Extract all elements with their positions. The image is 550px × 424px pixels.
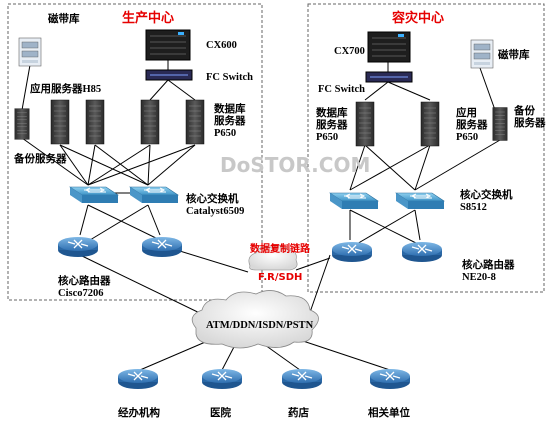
right-app-label-2: 服务器	[456, 118, 488, 131]
right-core-switch-1-icon	[329, 192, 379, 210]
left-core-router-1-icon	[57, 236, 99, 258]
branch-router-4-icon	[369, 368, 411, 390]
right-app-label-3: P650	[456, 132, 478, 143]
left-core-router-2-icon	[141, 236, 183, 258]
right-core-router-1-icon	[331, 241, 373, 263]
dr-center-border	[307, 3, 545, 293]
left-core-switch-label-1: 核心交换机	[186, 192, 239, 205]
right-storage-label: CX700	[334, 46, 365, 57]
right-db-label-1: 数据库	[315, 106, 348, 119]
right-db-server-1-icon	[355, 101, 375, 147]
right-core-switch-label-2: S8512	[460, 202, 487, 213]
replication-cloud-icon	[248, 245, 298, 271]
right-fc-switch-icon	[365, 71, 413, 83]
left-core-switch-2-icon	[129, 186, 179, 204]
branch-label-1: 经办机构	[118, 406, 160, 419]
left-backup-server-icon	[14, 108, 30, 140]
right-db-label-2: 服务器	[316, 118, 348, 131]
right-core-router-2-icon	[401, 241, 443, 263]
production-center-title: 生产中心	[122, 10, 174, 26]
right-backup-label-1: 备份	[513, 104, 535, 117]
left-app-server-1-icon	[50, 99, 70, 145]
left-core-switch-label-2: Catalyst6509	[186, 206, 244, 217]
right-backup-label-2: 服务器	[514, 116, 546, 129]
left-core-switch-1-icon	[69, 186, 119, 204]
left-storage-icon	[145, 29, 191, 61]
branch-label-3: 药店	[288, 406, 309, 419]
right-app-label-1: 应用	[456, 106, 477, 119]
left-storage-label: CX600	[206, 40, 237, 51]
left-db-label-2: 服务器	[214, 114, 246, 127]
right-core-router-label-1: 核心路由器	[462, 258, 515, 271]
left-tape-library-label: 磁带库	[48, 12, 80, 25]
left-fc-switch-icon	[145, 69, 193, 81]
branch-label-2: 医院	[210, 406, 231, 419]
right-core-switch-2-icon	[395, 192, 445, 210]
right-db-server-2-icon	[420, 101, 440, 147]
right-storage-icon	[367, 31, 411, 63]
left-db-server-2-icon	[185, 99, 205, 145]
right-core-switch-label-1: 核心交换机	[460, 188, 513, 201]
replication-link-type: F.R/SDH	[258, 272, 302, 283]
right-fc-switch-label: FC Switch	[318, 84, 365, 95]
production-center-border	[7, 3, 263, 301]
wan-label: ATM/DDN/ISDN/PSTN	[206, 320, 314, 331]
branch-label-4: 相关单位	[368, 406, 410, 419]
replication-link-label: 数据复制链路	[250, 242, 311, 255]
left-fc-switch-label: FC Switch	[206, 72, 253, 83]
watermark: DoSTOR.COM	[220, 153, 370, 177]
left-core-router-label-1: 核心路由器	[58, 274, 111, 287]
right-tape-library-icon	[470, 39, 494, 69]
right-db-label-3: P650	[316, 132, 338, 143]
left-app-servers-label: 应用服务器H85	[30, 82, 101, 95]
dr-center-title: 容灾中心	[391, 10, 444, 26]
left-db-label-3: P650	[214, 128, 236, 139]
left-core-router-label-2: Cisco7206	[58, 288, 104, 299]
left-tape-library-icon	[18, 37, 42, 67]
branch-router-2-icon	[201, 368, 243, 390]
connection-lines	[21, 60, 501, 371]
branch-router-1-icon	[117, 368, 159, 390]
right-tape-library-label: 磁带库	[498, 48, 530, 61]
wan-cloud-icon	[191, 290, 319, 349]
left-db-label-1: 数据库	[213, 102, 246, 115]
right-core-router-label-2: NE20-8	[462, 272, 496, 283]
left-app-server-2-icon	[85, 99, 105, 145]
left-backup-server-label: 备份服务器	[13, 152, 67, 165]
left-db-server-1-icon	[140, 99, 160, 145]
branch-router-3-icon	[281, 368, 323, 390]
right-backup-server-icon	[492, 107, 508, 141]
